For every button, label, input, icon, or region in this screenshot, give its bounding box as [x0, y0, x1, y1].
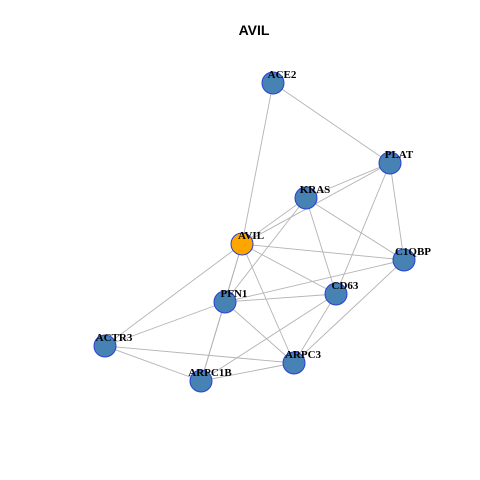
node-pfn1: PFN1 — [213, 288, 248, 314]
edge-pfn1-actr3 — [104, 301, 226, 347]
edge-cd63-arpc1b — [200, 293, 337, 382]
edge-pfn1-arpc3 — [224, 301, 295, 364]
node-label-arpc3: ARPC3 — [285, 349, 322, 361]
edge-pfn1-arpc1b — [200, 301, 226, 382]
node-circle-avil — [230, 232, 254, 256]
edge-avil-c1qbp — [241, 243, 405, 261]
edge-plat-cd63 — [335, 162, 391, 295]
node-label-cd63: CD63 — [332, 280, 359, 292]
edge-actr3-arpc3 — [104, 345, 295, 364]
node-label-plat: PLAT — [385, 149, 414, 161]
node-label-actr3: ACTR3 — [96, 332, 133, 344]
node-label-kras: KRAS — [300, 184, 331, 196]
edge-ace2-plat — [272, 82, 391, 164]
node-kras: KRAS — [294, 184, 331, 210]
edge-kras-avil — [241, 197, 307, 245]
node-actr3: ACTR3 — [93, 332, 133, 358]
edge-avil-arpc3 — [241, 243, 295, 364]
node-circle-plat — [378, 151, 402, 175]
node-c1qbp: C1QBP — [392, 246, 431, 272]
node-label-pfn1: PFN1 — [221, 288, 248, 300]
node-label-avil: AVIL — [238, 230, 264, 242]
node-circle-kras — [294, 186, 318, 210]
edge-actr3-arpc1b — [104, 345, 202, 382]
edge-c1qbp-arpc3 — [293, 259, 405, 364]
node-circle-c1qbp — [392, 248, 416, 272]
node-plat: PLAT — [378, 149, 414, 175]
edge-kras-pfn1 — [224, 197, 307, 303]
edges-layer — [104, 82, 405, 382]
graph-title: AVIL — [239, 22, 270, 38]
edge-kras-c1qbp — [305, 197, 405, 261]
node-ace2: ACE2 — [261, 69, 297, 95]
node-circle-arpc3 — [282, 351, 306, 375]
edge-avil-cd63 — [241, 243, 337, 295]
edge-avil-actr3 — [104, 243, 243, 347]
node-cd63: CD63 — [324, 280, 359, 306]
node-arpc3: ARPC3 — [282, 349, 322, 375]
node-label-arpc1b: ARPC1B — [188, 367, 232, 379]
edge-ace2-avil — [241, 82, 274, 245]
edge-c1qbp-pfn1 — [224, 259, 405, 303]
node-arpc1b: ARPC1B — [188, 367, 232, 393]
node-label-ace2: ACE2 — [268, 69, 297, 81]
edge-plat-c1qbp — [389, 162, 405, 261]
edge-cd63-pfn1 — [224, 293, 337, 303]
edge-plat-kras — [305, 162, 391, 199]
edge-cd63-arpc3 — [293, 293, 337, 364]
node-label-c1qbp: C1QBP — [395, 246, 431, 258]
edge-kras-cd63 — [305, 197, 337, 295]
node-avil: AVIL — [230, 230, 264, 256]
node-circle-arpc1b — [189, 369, 213, 393]
node-circle-cd63 — [324, 282, 348, 306]
node-circle-pfn1 — [213, 290, 237, 314]
edge-arpc3-arpc1b — [200, 362, 295, 382]
node-circle-actr3 — [93, 334, 117, 358]
node-circle-ace2 — [261, 71, 285, 95]
